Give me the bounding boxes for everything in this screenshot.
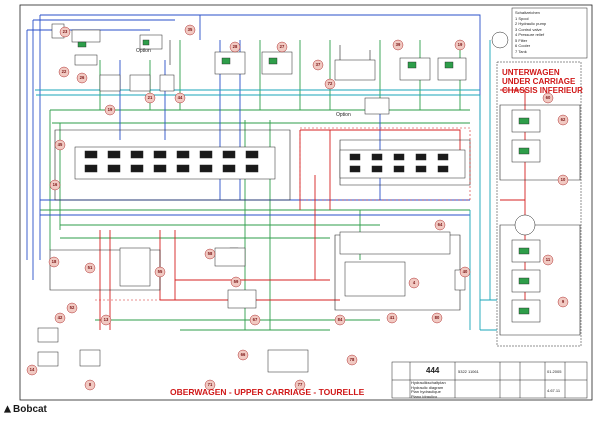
dashed-lines [95, 127, 471, 301]
legend-line: 4 Pressure relief [515, 32, 545, 37]
callout-number: 59 [233, 279, 239, 285]
callout-number: 19 [457, 42, 463, 48]
callout-number: 80 [434, 315, 440, 321]
callout-number: 37 [315, 62, 321, 68]
drawing-number: 444 [426, 366, 440, 375]
callout-number: 40 [462, 269, 468, 275]
callout-number: 21 [147, 95, 153, 101]
under-carriage-title-line-2: UNDER CARRIAGE [502, 77, 576, 86]
callout-number: 27 [279, 44, 285, 50]
hydraulic-lines-cyan [35, 40, 497, 331]
callout-number: 10 [560, 177, 566, 183]
drawing-description: Hydraulikschaltplan Hydraulic diagram Pl… [411, 380, 446, 399]
legend-line: 2 Hydraulic pump [515, 21, 547, 26]
control-valve-bank [74, 146, 276, 180]
callout-number: 14 [29, 367, 35, 373]
callout-number: 52 [69, 305, 75, 311]
control-valve-bank-right [339, 149, 466, 179]
legend-line: Schaltzeichen [515, 10, 540, 15]
option-label: Option [136, 48, 151, 54]
lower-components [37, 231, 466, 373]
sheet-number: 4.67.11 [547, 388, 561, 393]
callout-number: 35 [187, 27, 193, 33]
legend-box [511, 7, 588, 59]
legend-line: 5 Filter [515, 37, 528, 43]
part-number: 5322 11061 [458, 369, 479, 374]
callout-number: 78 [349, 357, 355, 363]
callout-number: 62 [560, 117, 566, 123]
option-label: Option [336, 112, 351, 118]
callout-number: 18 [51, 259, 57, 265]
legend-text: Schaltzeichen 1 Spool 2 Hydraulic pump 3… [515, 10, 546, 54]
legend-line: 3 Control valve [515, 26, 542, 32]
under-carriage-title-line-1: UNTERWAGEN [502, 68, 560, 77]
bobcat-logo-icon [3, 405, 12, 413]
description-line: Plan hydraulique [411, 389, 441, 394]
callout-number: 60 [545, 95, 551, 101]
callout-number: 42 [57, 315, 63, 321]
callout-number: 66 [240, 352, 246, 358]
callout-number: 39 [395, 42, 401, 48]
callout-number: 11 [545, 257, 551, 263]
callout-number: 28 [232, 44, 238, 50]
callout-number: 22 [61, 69, 67, 75]
description-line: Hydraulic diagram [411, 384, 444, 390]
callout-circles [26, 24, 569, 391]
brand-logo: Bobcat [13, 404, 47, 415]
callout-number: 13 [103, 317, 109, 323]
callout-number: 71 [207, 382, 213, 388]
title-block [391, 361, 588, 399]
upper-carriage-title: OBERWAGEN - UPPER CARRIAGE - TOURELLE [170, 387, 365, 397]
undercarriage-valve-blocks [518, 117, 530, 315]
page-border [19, 4, 593, 401]
callout-number: 16 [52, 182, 58, 188]
description-line: Piano idraulico [411, 393, 438, 399]
callout-number: 58 [207, 251, 213, 257]
legend-line: 7 Tank [515, 48, 527, 54]
callout-number: 45 [57, 142, 63, 148]
callout-number: 55 [157, 269, 163, 275]
callout-number: 23 [62, 29, 68, 35]
undercarriage-border [496, 61, 582, 347]
legend-line: 1 Spool [515, 15, 529, 21]
drawing-date: 01.2005 [547, 369, 562, 374]
callout-number: 41 [389, 315, 395, 321]
top-components [51, 23, 467, 115]
callout-number: 84 [337, 317, 343, 323]
callout-number: 19 [107, 107, 113, 113]
callout-number: 51 [87, 265, 93, 271]
callout-number: 9 [561, 299, 565, 305]
callout-number: 72 [327, 81, 333, 87]
under-carriage-title-line-3: CHASSIS INFERIEUR [502, 86, 583, 95]
callout-number: 44 [177, 95, 183, 101]
description-line: Hydraulikschaltplan [411, 380, 446, 385]
legend-line: 6 Cooler [515, 43, 531, 48]
callout-number: 8 [88, 382, 92, 388]
callout-number: 64 [437, 222, 443, 228]
callout-number: 77 [297, 382, 303, 388]
callout-number: 4 [412, 280, 416, 286]
under-carriage-title: UNTERWAGEN UNDER CARRIAGE CHASSIS INFERI… [502, 68, 583, 95]
callout-number: 26 [79, 75, 85, 81]
callout-number: 67 [252, 317, 258, 323]
